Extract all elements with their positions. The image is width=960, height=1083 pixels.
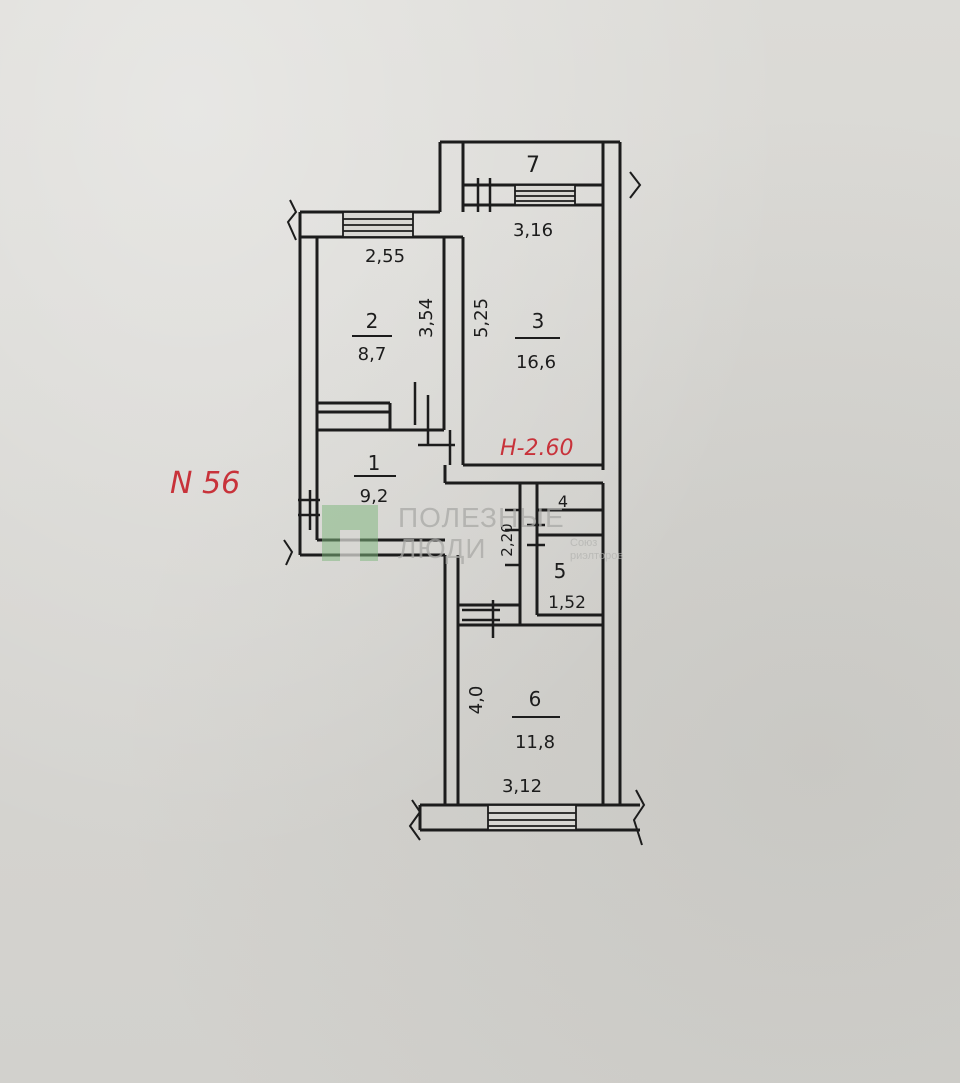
watermark-logo-cutout <box>340 530 360 561</box>
walls <box>298 140 640 832</box>
room-2-length: 3,54 <box>416 298 437 338</box>
watermark-line1: ПОЛЕЗНЫЕ <box>398 502 565 533</box>
room-2-number: 2 <box>366 309 379 333</box>
ceiling-height: H-2.60 <box>500 436 573 461</box>
break-marks <box>283 171 646 846</box>
room-6-length: 4,0 <box>466 686 487 715</box>
room-7-number: 7 <box>526 153 540 178</box>
room-3-number: 3 <box>532 309 545 333</box>
room-2-width: 2,55 <box>365 246 405 267</box>
room-1-number: 1 <box>368 451 381 475</box>
watermark-small1: Союз <box>570 537 597 549</box>
room-3-area: 16,6 <box>516 352 556 373</box>
room-1-area: 9,2 <box>360 486 389 507</box>
room-6-number: 6 <box>529 687 542 711</box>
watermark: ПОЛЕЗНЫЕ ЛЮДИ Союз риэлторов <box>322 502 623 564</box>
apartment-number: N 56 <box>170 466 240 501</box>
watermark-small2: риэлторов <box>570 550 623 562</box>
door-marks <box>298 178 545 638</box>
room-4-number: 4 <box>558 492 568 511</box>
windows <box>342 184 577 831</box>
room-6-width: 3,12 <box>502 776 542 797</box>
room-3-length: 5,25 <box>471 298 492 338</box>
room-5-number: 5 <box>554 559 567 583</box>
corridor-dimension: 2,20 <box>498 523 516 556</box>
room-5-area: 1,52 <box>548 593 586 613</box>
room-3-width: 3,16 <box>513 220 553 241</box>
watermark-line2: ЛЮДИ <box>398 533 487 564</box>
room-2-area: 8,7 <box>358 344 387 365</box>
room-6-area: 11,8 <box>515 732 555 753</box>
